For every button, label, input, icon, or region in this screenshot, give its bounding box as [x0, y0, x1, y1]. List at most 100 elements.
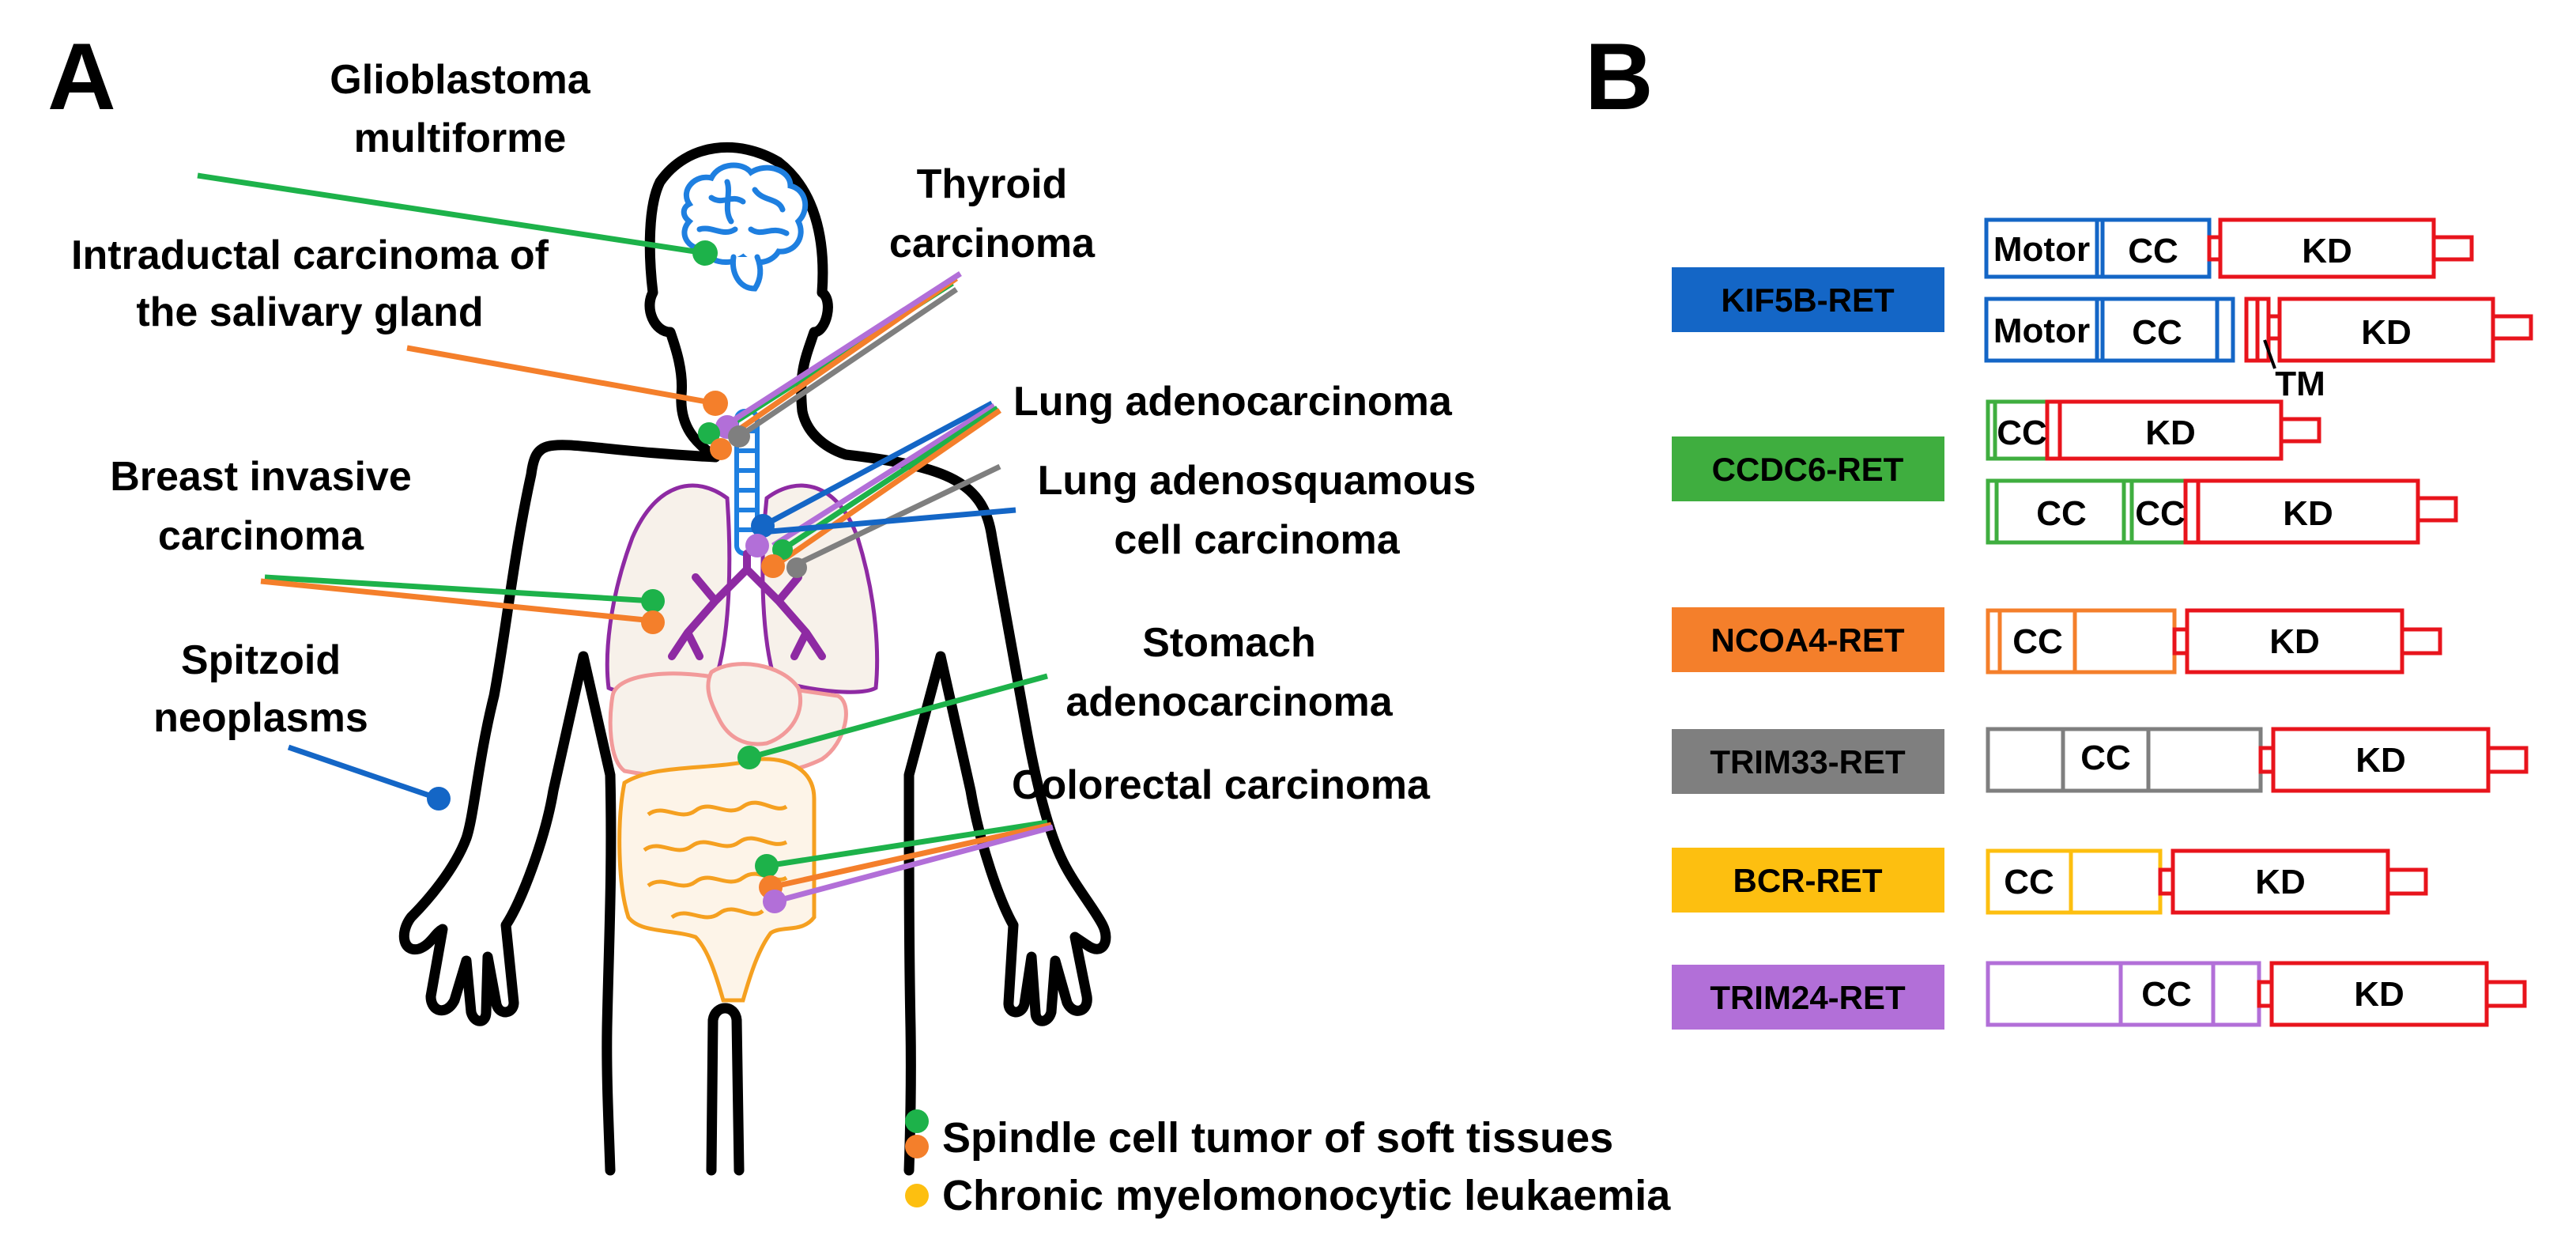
kif5b-2-motor-domain — [1984, 297, 2099, 363]
fusion-trim33: TRIM33-RET — [1672, 729, 1944, 794]
leader-colorectal-green — [766, 819, 1048, 869]
ncoa4-cc-label: CC — [2012, 622, 2063, 661]
leader-lung-blue — [761, 400, 994, 529]
fusion-kif5b-label: KIF5B-RET — [1721, 282, 1895, 319]
fusion-trim33-label: TRIM33-RET — [1710, 743, 1906, 780]
dot-breast-green — [641, 589, 665, 613]
label-breast-line2: carcinoma — [158, 513, 364, 559]
leader-breast-orange — [260, 578, 654, 624]
ncoa4-kd-label: KD — [2269, 622, 2320, 661]
trim33-isoform: CC KD — [1986, 727, 2529, 793]
label-glioblastoma-line1: Glioblastoma — [330, 57, 590, 103]
fusion-kif5b: KIF5B-RET — [1672, 267, 1944, 332]
trim24-domain-region — [1986, 961, 2261, 1027]
dot-lung-green — [772, 539, 793, 560]
label-salivary-line2: the salivary gland — [136, 289, 483, 335]
kif5b-2-motor-label: Motor — [1993, 312, 2090, 350]
label-adenosquamous-line1: Lung adenosquamous — [1038, 458, 1477, 504]
legend-spindle-label: Spindle cell tumor of soft tissues — [942, 1114, 1613, 1162]
label-adenosquamous-line2: cell carcinoma — [1114, 517, 1400, 563]
label-stomach-line2: adenocarcinoma — [1065, 679, 1393, 725]
leader-lung-purple — [771, 403, 996, 548]
ccdc6-1-kd-domain — [2057, 399, 2284, 461]
kif5b-2-cc-domain — [2095, 297, 2235, 363]
kif5b-1-ret-tail — [2431, 235, 2474, 262]
label-thyroid-line1: Thyroid — [917, 161, 1068, 207]
leader-adenosquamous — [770, 507, 1016, 535]
fusion-ncoa4-box — [1672, 607, 1944, 672]
ccdc6-2-kd-label: KD — [2283, 494, 2333, 533]
label-spitzoid-line1: Spitzoid — [181, 637, 341, 683]
label-lung-adenosquamous: Lung adenosquamous cell carcinoma — [1038, 458, 1477, 563]
leader-glioblastoma — [197, 172, 706, 256]
fusion-bcr-label: BCR-RET — [1733, 862, 1883, 899]
label-lung-adeno-line1: Lung adenocarcinoma — [1013, 379, 1453, 425]
body-outline — [398, 142, 1111, 1176]
domain-diagrams: Motor CC KD Motor CC KD TM — [1984, 217, 2533, 1027]
trim24-ret-tail — [2484, 980, 2527, 1008]
leader-lung-orange — [777, 408, 1001, 565]
label-salivary-line1: Intraductal carcinoma of — [71, 232, 549, 278]
intestines-icon — [617, 757, 817, 1003]
fusion-trim24-label: TRIM24-RET — [1710, 979, 1906, 1016]
bcr-ret-tail — [2386, 867, 2428, 896]
ncoa4-ret-tail — [2400, 627, 2442, 656]
label-lung-adeno: Lung adenocarcinoma — [1013, 379, 1453, 425]
dot-stomach — [737, 746, 761, 769]
ccdc6-2-cc-label-a: CC — [2036, 494, 2087, 533]
label-stomach: Stomach adenocarcinoma — [1065, 620, 1393, 725]
label-spitzoid-line2: neoplasms — [153, 695, 368, 741]
bcr-kd-label: KD — [2255, 863, 2306, 901]
trim33-domain-region — [1986, 727, 2263, 793]
kif5b-2-ret-tail — [2491, 314, 2533, 341]
fusion-names: KIF5B-RET CCDC6-RET NCOA4-RET TRIM33-RET… — [1672, 267, 1944, 1030]
label-spitzoid: Spitzoid neoplasms — [153, 637, 368, 741]
label-glioblastoma-line2: multiforme — [354, 115, 567, 161]
legend-dot-green — [905, 1109, 929, 1133]
trim33-ret-tail — [2486, 746, 2529, 774]
trim33-kd-label: KD — [2355, 741, 2406, 780]
dot-lung-orange — [761, 554, 785, 578]
dot-breast-orange — [641, 610, 665, 634]
liver-stomach-icon — [608, 662, 848, 781]
trim33-cc-label: CC — [2080, 739, 2131, 777]
label-thyroid-line2: carcinoma — [889, 221, 1096, 266]
ccdc6-1-ret-tail — [2279, 417, 2321, 444]
legend-dot-orange — [905, 1135, 929, 1158]
ccdc6-1-kd-label: KD — [2145, 414, 2196, 452]
ccdc6-2-cc-label-b: CC — [2135, 494, 2186, 533]
panel-a-letter: A — [47, 24, 116, 130]
bcr-isoform: CC KD — [1986, 848, 2428, 915]
fusion-ccdc6: CCDC6-RET — [1672, 436, 1944, 501]
tm-pointer — [2263, 339, 2276, 369]
leader-stomach — [749, 673, 1048, 761]
kif5b-2-kd-label: KD — [2361, 313, 2412, 352]
leader-breast-green — [264, 574, 654, 604]
label-colorectal: Colorectal carcinoma — [1012, 762, 1431, 808]
site-dots — [427, 240, 807, 913]
tm-label: TM — [2275, 365, 2325, 403]
dot-salivary — [703, 391, 728, 416]
fusion-trim24-box — [1672, 965, 1944, 1030]
ccdc6-2-ret-tail — [2416, 496, 2458, 523]
kif5b-1-cc-label: CC — [2128, 232, 2178, 270]
leader-thyroid-orange — [727, 276, 958, 439]
kif5b-1-kd-label: KD — [2302, 232, 2352, 270]
dot-lung-blue — [751, 514, 775, 538]
ncoa4-kd-domain — [2185, 608, 2404, 675]
label-glioblastoma: Glioblastoma multiforme — [330, 57, 590, 161]
fusion-kif5b-box — [1672, 267, 1944, 332]
ccdc6-isoform-1: CC KD — [1986, 399, 2321, 461]
leader-colorectal-purple — [774, 824, 1054, 905]
label-stomach-line1: Stomach — [1142, 620, 1316, 666]
bcr-cc-label: CC — [2004, 863, 2054, 901]
fusion-ccdc6-label: CCDC6-RET — [1712, 451, 1904, 488]
dot-thyroid-green — [698, 422, 720, 444]
fusion-trim33-box — [1672, 729, 1944, 794]
fusion-ccdc6-box — [1672, 436, 1944, 501]
trim24-cc-label: CC — [2141, 975, 2192, 1014]
dot-glioblastoma — [692, 240, 718, 266]
dot-colorectal-purple — [763, 890, 786, 913]
kif5b-isoform-2: Motor CC KD TM — [1984, 297, 2533, 403]
legend: Spindle cell tumor of soft tissues Chron… — [905, 1109, 1671, 1219]
